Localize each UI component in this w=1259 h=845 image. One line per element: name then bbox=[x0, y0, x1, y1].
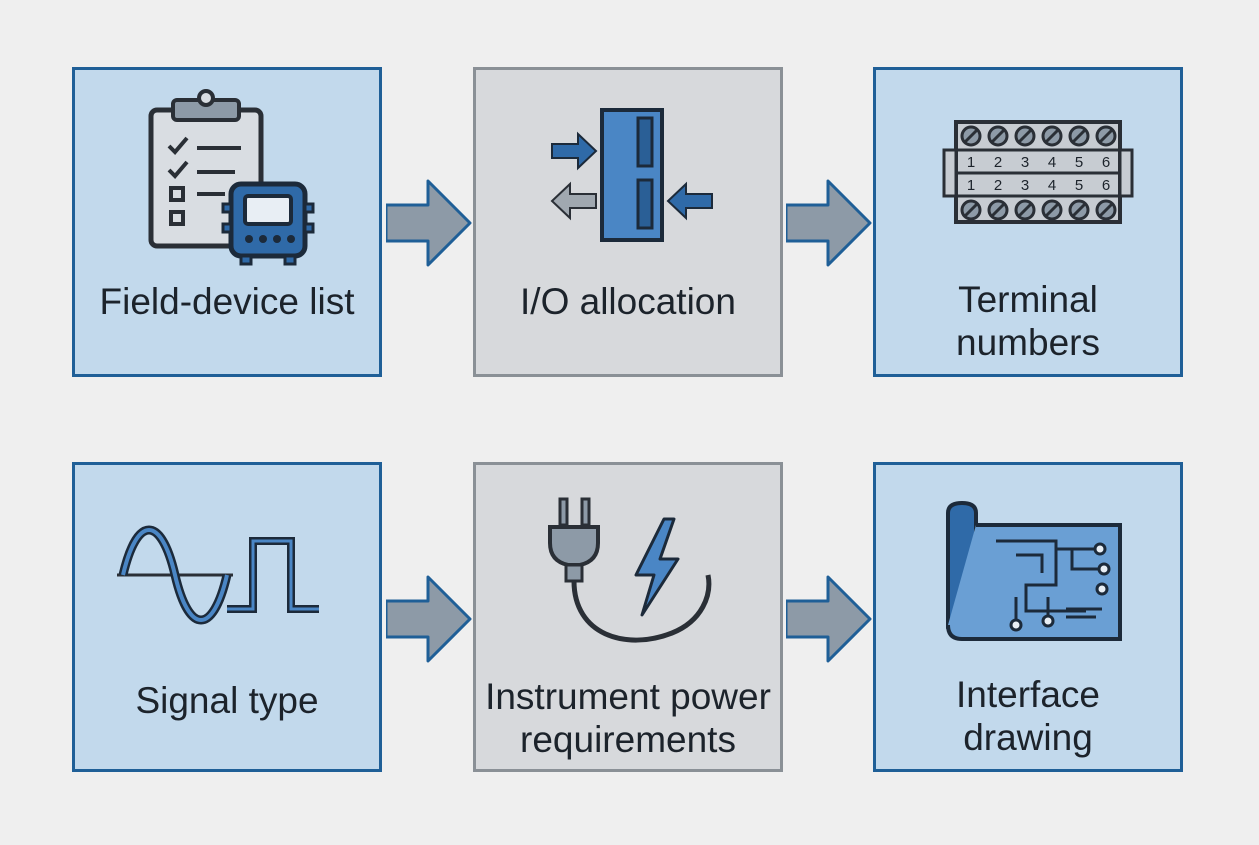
flow-arrow-icon bbox=[386, 575, 472, 663]
flow-arrow-icon bbox=[786, 575, 872, 663]
terminal-number: 5 bbox=[1075, 154, 1083, 171]
step-label: Field-device list bbox=[99, 281, 355, 322]
signal-waveform-icon bbox=[117, 525, 319, 625]
terminal-number: 6 bbox=[1102, 177, 1110, 194]
terminal-number: 3 bbox=[1021, 177, 1029, 194]
flow-arrow-icon bbox=[386, 179, 472, 267]
blueprint-icon bbox=[946, 500, 1122, 641]
step-label: Interface drawing bbox=[956, 674, 1100, 758]
step-terminal-numbers: 1 2 3 4 5 6 1 2 3 4 5 6 Terminal numbers bbox=[873, 67, 1183, 377]
step-io-allocation: I/O allocation bbox=[473, 67, 783, 377]
terminal-number: 1 bbox=[967, 177, 975, 194]
clipboard-device-icon bbox=[148, 89, 315, 266]
step-signal-type: Signal type bbox=[72, 462, 382, 772]
step-label: Signal type bbox=[135, 680, 319, 721]
step-field-device-list: Field-device list bbox=[72, 67, 382, 377]
terminal-number: 4 bbox=[1048, 154, 1056, 171]
step-label: Instrument power requirements bbox=[485, 676, 771, 760]
terminal-number: 3 bbox=[1021, 154, 1029, 171]
terminal-number: 1 bbox=[967, 154, 975, 171]
terminal-number: 4 bbox=[1048, 177, 1056, 194]
terminal-number: 2 bbox=[994, 177, 1002, 194]
io-module-icon bbox=[550, 108, 713, 242]
terminal-number: 6 bbox=[1102, 154, 1110, 171]
step-interface-drawing: Interface drawing bbox=[873, 462, 1183, 772]
power-plug-icon bbox=[548, 497, 712, 643]
step-instrument-power-requirements: Instrument power requirements bbox=[473, 462, 783, 772]
terminal-number: 5 bbox=[1075, 177, 1083, 194]
step-label: I/O allocation bbox=[520, 281, 736, 322]
terminal-block-icon: 1 2 3 4 5 6 1 2 3 4 5 6 bbox=[942, 120, 1134, 224]
terminal-number: 2 bbox=[994, 154, 1002, 171]
step-label: Terminal numbers bbox=[956, 279, 1100, 363]
flow-arrow-icon bbox=[786, 179, 872, 267]
